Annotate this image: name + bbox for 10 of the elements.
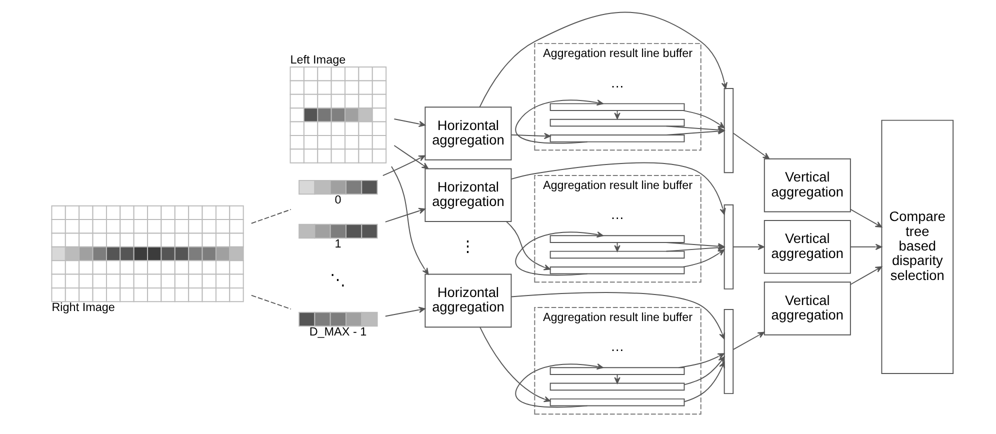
label: ⋱ [330, 272, 346, 289]
node-label: D_MAX - 1 [308, 325, 366, 338]
label: … [610, 75, 624, 90]
node-label: 0 [334, 194, 341, 207]
node-label: 1 [334, 237, 341, 250]
label: … [610, 207, 624, 222]
node-text: Right Image [51, 301, 114, 314]
node-text: Left Image [290, 54, 346, 67]
label: ⋮ [460, 238, 476, 256]
label: … [610, 339, 624, 354]
